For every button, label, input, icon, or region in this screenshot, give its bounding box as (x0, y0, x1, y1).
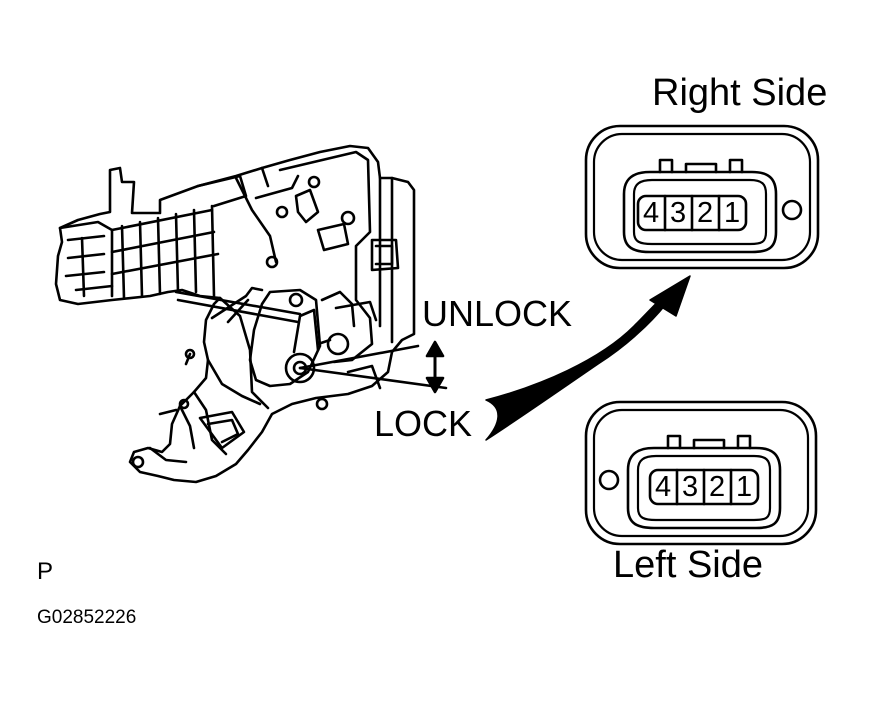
lock-label: LOCK (374, 403, 473, 444)
right-side-label: Right Side (652, 72, 828, 114)
left-pin-2: 3 (682, 471, 699, 503)
left-pin-4: 1 (736, 471, 753, 503)
figure-code: G02852226 (37, 607, 137, 628)
left-side-label: Left Side (613, 544, 763, 586)
door-lock-assembly (54, 144, 448, 484)
right-pin-2: 3 (670, 197, 687, 229)
right-pin-4: 1 (724, 197, 741, 229)
pointer-arrow (485, 275, 691, 441)
lock-direction-arrow (425, 340, 445, 394)
unlock-label: UNLOCK (422, 293, 573, 334)
left-pin-3: 2 (709, 471, 726, 503)
right-connector (584, 124, 820, 270)
view-letter: P (37, 558, 54, 585)
left-pin-1: 4 (655, 471, 672, 503)
right-pin-1: 4 (643, 197, 660, 229)
left-connector (584, 400, 818, 546)
right-pin-3: 2 (697, 197, 714, 229)
